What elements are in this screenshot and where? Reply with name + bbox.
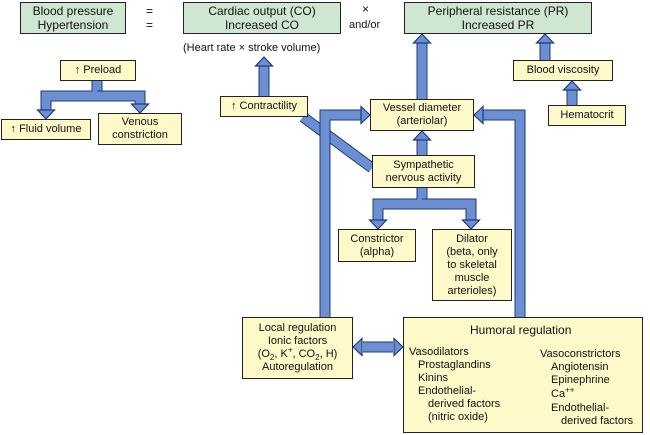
peripheral-resistance-box: Peripheral resistance (PR) Increased PR <box>404 2 592 34</box>
cardiac-output-box: Cardiac output (CO) Increased CO <box>183 2 341 34</box>
dilator-box: Dilator (beta, only to skeletal muscle a… <box>432 229 512 301</box>
ion-co: , CO <box>292 348 316 360</box>
vasoconstrictor-4: Endothelial- <box>551 402 610 414</box>
bp-label-1: Blood pressure <box>32 4 114 18</box>
arrow-contractility-up-head <box>254 56 274 67</box>
arrow-local-vessel-head <box>360 105 371 125</box>
vessel-diameter-box: Vessel diameter (arteriolar) <box>370 99 474 131</box>
blood-viscosity-label: Blood viscosity <box>526 64 600 76</box>
cardiac-output-formula: (Heart rate × stroke volume) <box>183 42 321 54</box>
pr-line-1: Peripheral resistance (PR) <box>427 4 569 18</box>
ion-h: , H) <box>319 348 338 360</box>
vessel-line-2: (arteriolar) <box>396 115 448 127</box>
and-or-label: and/or <box>349 19 381 31</box>
venous-line-2: constriction <box>112 129 168 141</box>
arrow-sympathetic-contractility-shaft <box>300 113 375 172</box>
arrow-preload-fluid-head <box>36 109 56 120</box>
local-line-2: Ionic factors <box>267 335 328 347</box>
arrow-local-humoral-left-head <box>352 337 363 357</box>
sympathetic-box: Sympathetic nervous activity <box>372 155 475 188</box>
pr-line-2: Increased PR <box>461 18 535 32</box>
hematocrit-box: Hematocrit <box>548 105 626 126</box>
constrictor-line-2: (alpha) <box>359 245 395 258</box>
vasoconstrictor-1: Angiotensin <box>551 361 609 373</box>
equals-2: = <box>146 18 154 32</box>
vasoconstrictor-2: Epinephrine <box>551 374 610 386</box>
constrictor-line-1: Constrictor <box>350 232 404 245</box>
sympathetic-line-2: nervous activity <box>385 171 462 184</box>
arrow-preload-venous-head <box>130 103 150 114</box>
arrow-humoral-vessel-shaft <box>483 110 525 317</box>
local-line-4: Autoregulation <box>262 361 333 373</box>
vasodilator-3: Endothelial- <box>418 385 477 397</box>
fluid-volume-label: ↑ Fluid volume <box>10 123 82 135</box>
arrow-sympathetic-dilator-shaft <box>422 199 476 220</box>
calcium-sup: ++ <box>565 385 575 395</box>
calcium-base: Ca <box>551 388 566 400</box>
arrow-sympathetic-vessel-head <box>412 130 432 141</box>
local-line-1: Local regulation <box>258 322 337 334</box>
venous-constriction-box: Venous constriction <box>98 113 182 145</box>
co-line-1: Cardiac output (CO) <box>208 4 316 18</box>
dilator-line-3: to skeletal <box>447 258 497 271</box>
contractility-box: ↑ Contractility <box>220 96 308 117</box>
local-regulation-box: Local regulation Ionic factors (O2, K+, … <box>242 317 353 379</box>
vasodilator-3-cont-1: derived factors <box>428 398 501 410</box>
arrow-sympathetic-dilator-head <box>461 219 481 230</box>
blood-pressure-box: Blood pressure Hypertension <box>20 2 126 34</box>
ion-o: O <box>261 348 270 360</box>
arrow-local-vessel-shaft <box>320 110 361 317</box>
contractility-label: ↑ Contractility <box>230 100 298 112</box>
vasodilator-1: Prostaglandins <box>418 359 491 371</box>
dilator-line-1: Dilator <box>456 232 488 245</box>
blood-viscosity-box: Blood viscosity <box>513 60 613 81</box>
arrow-sympathetic-split-shaft <box>373 188 427 220</box>
arrow-preload-split-shaft <box>41 81 102 110</box>
vasodilators-title: Vasodilators <box>409 346 469 358</box>
hematocrit-label: Hematocrit <box>560 109 614 121</box>
humoral-regulation-box: Humoral regulation Vasodilators Prostagl… <box>403 317 643 433</box>
arrow-local-humoral-right-head <box>393 337 404 357</box>
vasodilator-3-cont-2: (nitric oxide) <box>428 411 488 423</box>
ions-open: ( <box>257 348 262 360</box>
venous-line-1: Venous <box>121 116 159 128</box>
ion-k: , K <box>274 348 288 360</box>
arrow-vessel-pr-head <box>412 33 432 44</box>
preload-box: ↑ Preload <box>60 60 136 81</box>
humoral-title: Humoral regulation <box>470 323 572 337</box>
equals-1: = <box>146 4 154 18</box>
dilator-line-2: (beta, only <box>446 245 498 258</box>
vasodilator-2: Kinins <box>418 372 448 384</box>
preload-label: ↑ Preload <box>74 64 122 76</box>
arrow-preload-venous-shaft <box>97 91 145 104</box>
vasoconstrictors-title: Vasoconstrictors <box>540 348 621 360</box>
ion-co-sub: 2 <box>315 353 320 363</box>
local-ions-line: (O2, K+, CO2, H) <box>257 345 338 363</box>
fluid-volume-box: ↑ Fluid volume <box>1 119 91 140</box>
co-line-2: Increased CO <box>224 18 300 32</box>
vasoconstrictor-calcium: Ca++ <box>551 385 575 401</box>
bp-label-2: Hypertension <box>37 18 109 32</box>
arrow-group <box>36 33 582 357</box>
arrow-sympathetic-constrictor-head <box>368 219 388 230</box>
dilator-line-5: arterioles) <box>447 284 497 297</box>
vasoconstrictor-4-cont: derived factors <box>561 415 634 427</box>
times-sign: × <box>362 2 370 16</box>
arrow-viscosity-pr-head <box>535 33 555 44</box>
constrictor-box: Constrictor (alpha) <box>338 229 416 262</box>
arrow-hematocrit-viscosity-head <box>562 80 582 91</box>
ion-o-sub: 2 <box>269 353 275 363</box>
dilator-line-4: muscle <box>454 271 490 284</box>
arrow-humoral-vessel-head <box>473 105 484 125</box>
vessel-line-1: Vessel diameter <box>382 102 462 114</box>
ion-k-sup: + <box>287 345 293 355</box>
sympathetic-line-1: Sympathetic <box>393 158 454 171</box>
